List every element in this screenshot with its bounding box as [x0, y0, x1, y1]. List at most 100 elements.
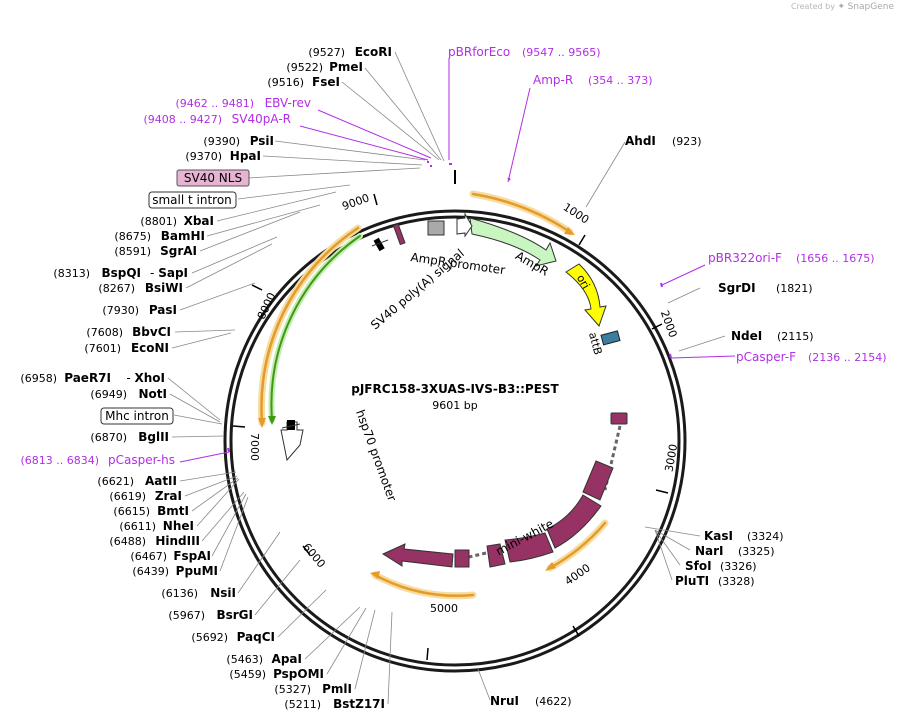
site-bsiwi-pos: (8267): [98, 282, 135, 295]
site-pmei-pos: (9522): [286, 61, 323, 74]
site-bmti-pos: (6615): [113, 505, 150, 518]
primer-pbrforeco-range: (9547 .. 9565): [522, 46, 601, 59]
site-xbai: XbaI: [184, 214, 214, 228]
tick-label-5000: 5000: [430, 602, 458, 615]
site-pluti: PluTI: [675, 574, 709, 588]
site-bmti: BmtI: [157, 504, 189, 518]
site-fspai: FspAI: [173, 549, 211, 563]
mhc-intron-box: [100, 407, 174, 425]
site-ndei-pos: (2115): [777, 330, 814, 343]
site-kasi-pos: (3324): [747, 530, 784, 543]
small-t-intron-box: [148, 191, 237, 209]
backbone-outer: [223, 209, 687, 673]
site-nsii: NsiI: [210, 586, 236, 600]
attb-label: attB: [586, 331, 604, 357]
site-bstz17i: BstZ17I: [333, 697, 385, 711]
small-grey-feature: [427, 220, 445, 236]
site-bglii: BglII: [138, 430, 169, 444]
site-pspomi: PspOMI: [273, 667, 324, 681]
site-fsei: FseI: [312, 75, 340, 89]
site-ahdi-pos: (923): [672, 135, 702, 148]
primer-pcasper-f: pCasper-F: [736, 350, 796, 364]
sv40-nls-label: SV40 NLS: [184, 171, 242, 185]
tick-label-7000: 7000: [248, 433, 261, 461]
site-bspqi-pos: (8313): [53, 267, 90, 280]
site-pasi: PasI: [149, 303, 177, 317]
primer-amp-r-range: (354 .. 373): [588, 74, 653, 87]
leader-lines: [167, 51, 726, 705]
site-sfoi: SfoI: [685, 559, 712, 573]
site-nrui: NruI: [490, 694, 519, 708]
site-ndei: NdeI: [731, 329, 762, 343]
site-nhei: NheI: [163, 519, 194, 533]
site-noti: NotI: [139, 387, 168, 401]
site-paqci: PaqCI: [237, 630, 275, 644]
site-bglii-pos: (6870): [90, 431, 127, 444]
boxed-labels: SV40 NLS small t intron Mhc intron: [100, 169, 250, 425]
sv40-small-feature: [392, 223, 406, 246]
primer-pcasper-hs-range: (6813 .. 6834): [20, 454, 99, 467]
tick-8000: [251, 284, 263, 291]
tick-3000: [655, 489, 669, 494]
mini-white-feature: [381, 412, 628, 568]
sv40-nls-box: [176, 169, 250, 187]
small-t-intron-label: small t intron: [152, 193, 232, 207]
site-xbai-pos: (8801): [140, 215, 177, 228]
tick-1000: [578, 234, 586, 246]
site-nhei-pos: (6611): [119, 520, 156, 533]
site-bsiwi: BsiWI: [145, 281, 183, 295]
ampr-promoter-arrow: [456, 212, 473, 238]
primer-ebv-rev-range: (9462 .. 9481): [175, 97, 254, 110]
tick-label-9000: 9000: [340, 191, 371, 213]
orf-arrows: [257, 190, 609, 600]
tick-label-1000: 1000: [561, 200, 592, 226]
site-bsrgi-pos: (5967): [168, 609, 205, 622]
ori-label: ori: [574, 272, 592, 291]
site-bsrgi: BsrGI: [216, 608, 253, 622]
tick-marks: [232, 193, 669, 661]
site-aatii-pos: (6621): [97, 475, 134, 488]
primer-pcasper-hs: pCasper-hs: [108, 453, 175, 467]
tick-label-3000: 3000: [663, 443, 681, 473]
site-nari: NarI: [695, 544, 724, 558]
site-sapi: - SapI: [150, 266, 188, 280]
ori-feature: [565, 263, 607, 327]
site-hpai: HpaI: [230, 149, 261, 163]
site-sfoi-pos: (3326): [720, 560, 757, 573]
credit-prefix: Created by: [790, 2, 835, 11]
site-pmei: PmeI: [329, 60, 363, 74]
attb-feature: [600, 330, 621, 346]
site-bbvci: BbvCI: [132, 325, 171, 339]
tick-5000: [426, 647, 429, 661]
backbone-inner: [229, 215, 681, 667]
primer-marks: [227, 161, 672, 453]
site-sgrdi-pos: (1821): [776, 282, 813, 295]
site-aatii: AatII: [145, 474, 177, 488]
primer-sv40pa-r-range: (9408 .. 9427): [143, 113, 222, 126]
site-ecori-pos: (9527): [308, 46, 345, 59]
tick-4000: [572, 625, 580, 637]
site-pmli: PmlI: [322, 682, 352, 696]
site-zrai-pos: (6619): [109, 490, 146, 503]
site-sgrai-pos: (8591): [114, 245, 151, 258]
tick-2000: [651, 323, 663, 330]
site-fsei-pos: (9516): [267, 76, 304, 89]
site-noti-pos: (6949): [90, 388, 127, 401]
site-apai: ApaI: [272, 652, 302, 666]
site-psii-pos: (9390): [203, 135, 240, 148]
site-paer7i: PaeR7I: [64, 371, 111, 385]
site-ppumi-pos: (6439): [132, 565, 169, 578]
sv40-polya-marker: [373, 237, 385, 252]
tick-label-4000: 4000: [562, 561, 592, 588]
primer-lines: [179, 58, 736, 463]
created-by-credit: Created by ✦ SnapGene: [791, 2, 894, 12]
primer-pbr322ori-f-range: (1656 .. 1675): [796, 252, 875, 265]
site-bstz17i-pos: (5211): [284, 698, 321, 711]
site-pluti-pos: (3328): [718, 575, 755, 588]
site-bbvci-pos: (7608): [86, 326, 123, 339]
tick-7000: [232, 425, 246, 428]
site-hindiii-pos: (6488): [109, 535, 146, 548]
snapgene-logo: ✦: [837, 2, 846, 12]
primer-pbr322ori-f: pBR322ori-F: [708, 251, 782, 265]
